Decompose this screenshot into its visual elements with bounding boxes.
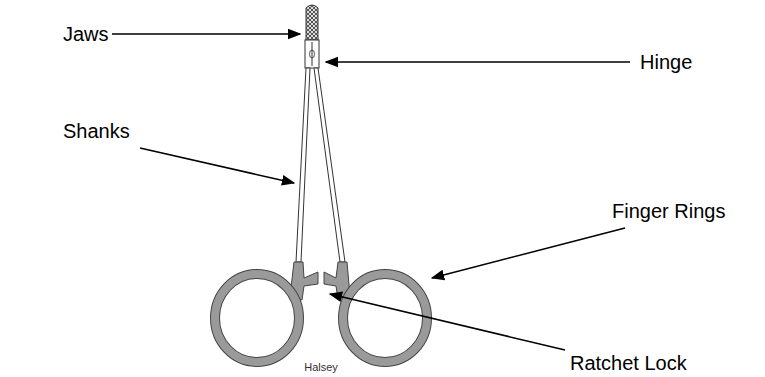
leader-lines [112,34,630,350]
part-label: Ratchet Lock [570,352,687,374]
part-label: Jaws [63,23,109,45]
leader-arrow [432,228,625,278]
part-label: Hinge [640,51,692,73]
finger-ring [215,274,299,362]
leader-arrow [112,33,300,35]
brand-label: Halsey [304,361,338,373]
shank [296,68,310,262]
leader-arrow [326,61,630,63]
finger-ring [343,274,427,362]
part-label: Finger Rings [612,200,725,222]
hinge [305,40,319,68]
leader-arrow [330,294,565,350]
jaws [306,5,318,40]
instrument [215,5,427,362]
part-label: Shanks [63,120,130,142]
leader-arrow [140,148,294,183]
shank [314,68,345,262]
